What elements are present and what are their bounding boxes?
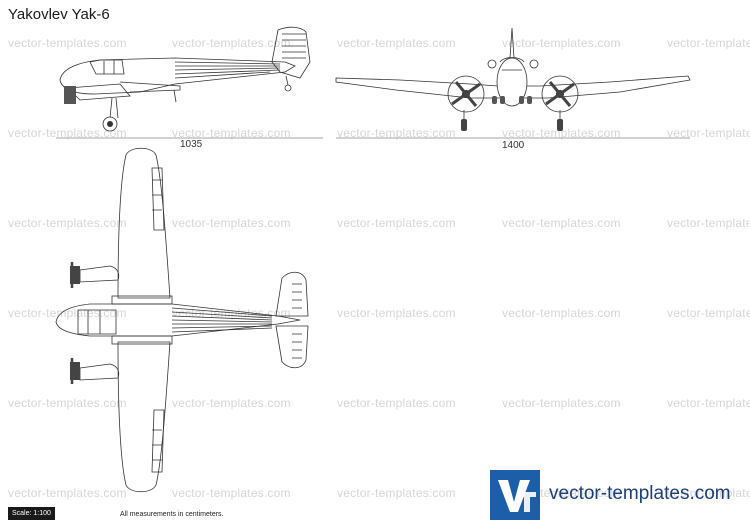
watermark-text: vector-templates.com xyxy=(667,486,750,500)
watermark-text: vector-templates.com xyxy=(8,36,127,50)
page-title: Yakovlev Yak-6 xyxy=(8,6,110,23)
watermark-text: vector-templates.com xyxy=(8,486,127,500)
watermark-text: vector-templates.com xyxy=(337,36,456,50)
watermark-text: vector-templates.com xyxy=(667,396,750,410)
side-view xyxy=(56,26,323,139)
front-view xyxy=(335,27,691,139)
watermark-text: vector-templates.com xyxy=(337,486,456,500)
front-view-span: 1400 xyxy=(502,140,525,151)
brand-name: vector-templates.com xyxy=(549,483,731,504)
watermark-text: vector-templates.com xyxy=(8,216,127,230)
watermark-text: vector-templates.com xyxy=(8,306,127,320)
watermark-text: vector-templates.com xyxy=(667,36,750,50)
watermark-text: vector-templates.com xyxy=(502,216,621,230)
watermark-text: vector-templates.com xyxy=(337,396,456,410)
watermark-text: vector-templates.com xyxy=(337,216,456,230)
measurements-note: All measurements in centimeters. xyxy=(120,511,224,518)
watermark-text: vector-templates.com xyxy=(8,126,127,140)
watermark-text: vector-templates.com xyxy=(337,126,456,140)
watermark-text: vector-templates.com xyxy=(502,126,621,140)
watermark-text: vector-templates.com xyxy=(8,396,127,410)
watermark-text: vector-templates.com xyxy=(172,396,291,410)
watermark-text: vector-templates.com xyxy=(667,216,750,230)
watermark-text: vector-templates.com xyxy=(502,306,621,320)
watermark-text: vector-templates.com xyxy=(337,306,456,320)
watermark-text: vector-templates.com xyxy=(667,126,750,140)
watermark-text: vector-templates.com xyxy=(502,396,621,410)
watermark-text: vector-templates.com xyxy=(172,486,291,500)
watermark-text: vector-templates.com xyxy=(172,216,291,230)
watermark-text: vector-templates.com xyxy=(667,306,750,320)
watermark-text: vector-templates.com xyxy=(502,36,621,50)
side-view-length: 1035 xyxy=(180,139,203,150)
watermark-text: vector-templates.com xyxy=(172,126,291,140)
watermark-text: vector-templates.com xyxy=(172,36,291,50)
vt-logo-icon xyxy=(498,480,536,512)
top-view xyxy=(55,147,309,493)
scale-badge: Scale: 1:100 xyxy=(8,507,55,520)
brand-logo xyxy=(490,470,540,520)
